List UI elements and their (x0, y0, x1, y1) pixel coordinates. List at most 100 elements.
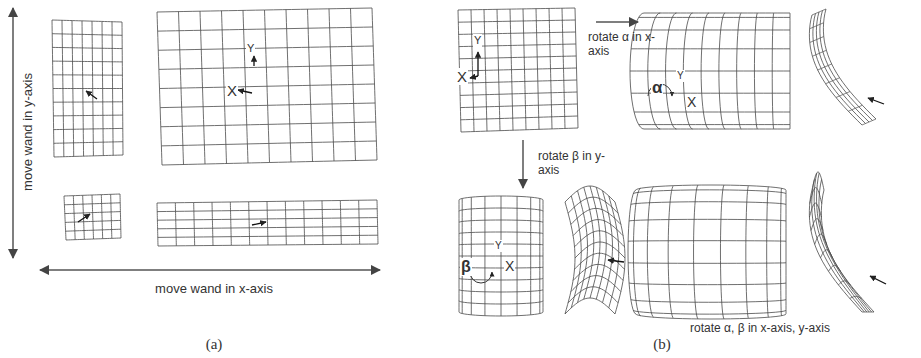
grid-line (817, 173, 870, 312)
axis-caption: move wand in y-axis (21, 73, 36, 191)
wand-pointer (477, 52, 478, 76)
grid-line (816, 12, 869, 122)
axis-label: X (504, 258, 515, 274)
wand-pointer (868, 98, 884, 104)
axis-label: β (460, 258, 472, 276)
grid-line (838, 281, 850, 285)
wand-pointer (253, 56, 254, 66)
grid-line (647, 187, 653, 317)
grid-line (161, 122, 376, 127)
grid-line (158, 235, 378, 237)
grid-line (720, 185, 724, 319)
grid-line (634, 112, 790, 113)
grid-line (615, 202, 625, 314)
grid-line (285, 201, 286, 245)
grid-line (862, 312, 874, 313)
grid-line (848, 105, 862, 111)
grid-line (633, 188, 640, 315)
grid-line (54, 128, 123, 129)
grid-line (194, 203, 195, 246)
grid-line (359, 200, 360, 244)
grid-line (157, 8, 372, 12)
grid-line (53, 101, 122, 102)
axis-caption: move wand in x-axis (155, 282, 273, 297)
grid-line (64, 203, 120, 205)
grid-line (575, 231, 625, 247)
grid-line (818, 64, 832, 70)
axis-label: Y (246, 42, 255, 55)
grid-line (809, 203, 821, 217)
grid-line (628, 240, 786, 242)
grid-line (630, 71, 790, 72)
axis-label: Y (473, 34, 482, 47)
grid-line (786, 190, 787, 314)
grid-sheet (157, 8, 377, 165)
grid-line (628, 190, 636, 314)
grid-line (101, 195, 102, 239)
double-arrow (40, 269, 380, 271)
grid-line (459, 56, 576, 59)
grid-line (636, 314, 786, 319)
grid-line (810, 23, 824, 29)
rotate-arrow (522, 140, 524, 188)
grid-line (340, 201, 341, 245)
grid-line (459, 220, 543, 222)
grid-line (212, 202, 213, 245)
grid-line (111, 194, 112, 238)
grid-line (459, 196, 543, 200)
grid-line (65, 220, 120, 222)
grid-line (815, 234, 827, 244)
grid-line (631, 202, 786, 205)
grid-line (629, 219, 786, 221)
grid-line (52, 34, 122, 36)
grid-line (65, 212, 121, 214)
grid-line (573, 220, 623, 236)
grid-line (780, 188, 782, 315)
wand-pointer (238, 90, 252, 93)
grid-line (53, 74, 123, 75)
grid-line (459, 208, 543, 211)
grid-line (158, 27, 373, 31)
grid-line (694, 185, 698, 319)
axis-label: X (226, 82, 238, 99)
grid-line (631, 48, 790, 49)
grid-line (158, 244, 378, 246)
grid-line (826, 78, 840, 84)
grid-line (812, 172, 824, 190)
grid-line (629, 283, 786, 285)
grid-line (811, 219, 823, 231)
wand-pointer (86, 91, 97, 99)
grid-line (565, 298, 615, 314)
grid-line (322, 201, 323, 245)
grid-line (459, 278, 543, 280)
grid-sheet (52, 20, 123, 157)
grid-line (459, 256, 543, 257)
grid-sheet (809, 172, 874, 312)
rotation-caption: rotate β in y-axis (538, 150, 608, 178)
grid-line (568, 287, 618, 303)
grid-line (461, 116, 578, 120)
grid-line (633, 190, 786, 194)
panel-label: (b) (653, 336, 671, 353)
grid-line (92, 195, 94, 239)
grid-line (52, 20, 122, 22)
grid-line (157, 209, 377, 212)
grid-line (809, 15, 862, 125)
grid-sheet (157, 200, 378, 246)
grid-line (565, 186, 615, 202)
grid-line (575, 253, 625, 269)
grid-line (304, 201, 305, 245)
grid-line (862, 119, 876, 125)
grid-line (54, 142, 123, 144)
grid-line (64, 194, 120, 196)
grid-line (53, 88, 123, 89)
grid-line (162, 160, 377, 165)
grid-sheet (565, 186, 625, 314)
wand-pointer (870, 276, 886, 284)
grid-line (52, 47, 122, 48)
grid-line (458, 20, 575, 22)
grid-line (460, 104, 577, 108)
grid-line (571, 276, 621, 292)
